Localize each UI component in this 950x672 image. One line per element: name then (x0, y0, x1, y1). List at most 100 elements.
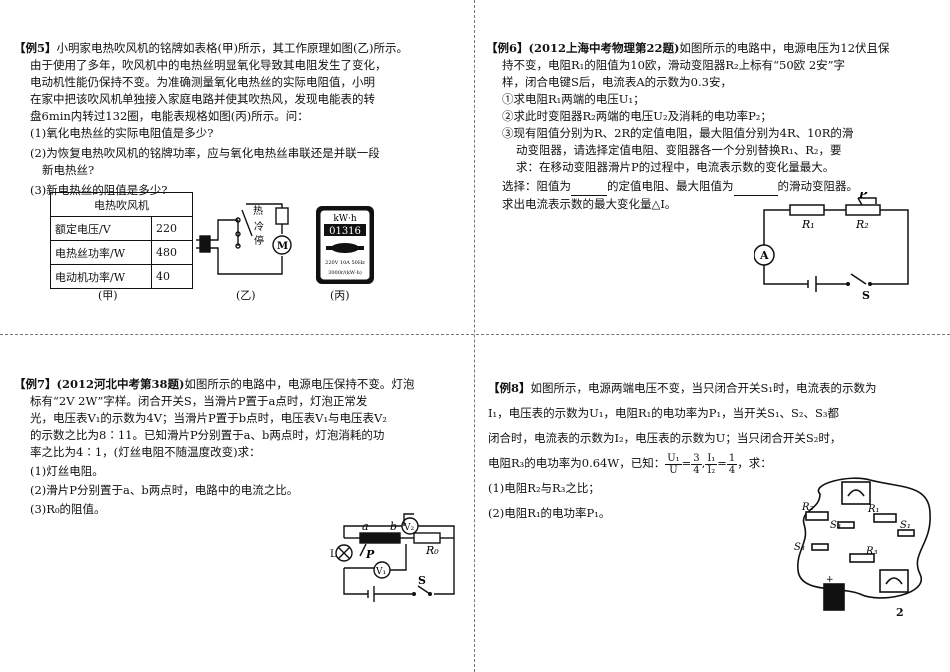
example-6-line2: 持不变，电阻R₁的阻值为10欧，滑动变阻器R₂上标有“50欧 2安”字 (502, 58, 846, 72)
vertical-divider (474, 0, 476, 672)
example-7-question1: (1)灯丝电阻。 (30, 464, 104, 478)
ammeter-label: A (759, 249, 769, 262)
example-8-line2: I₁，电压表的示数为U₁，电阻R₁的电功率为P₁，当开关S₁、S₂、S₃都 (488, 406, 840, 420)
table-cell-value: 480 (151, 240, 193, 265)
motor-label: M (277, 241, 288, 252)
example-8: 【例8】如图所示，电源两端电压不变，当只闭合开关S₁时，电流表的示数为 I₁，电… (488, 376, 938, 526)
meter-digits: 01316 (329, 226, 361, 237)
example-6-question3a: ③现有阻值分别为R、2R的定值电阻，最大阻值分别为4R、10R的滑 (502, 126, 854, 140)
example-6-question3b: 动变阻器，请选择定值电阻、变阻器各一个分别替换R₁、R₂，要 (516, 143, 842, 157)
hot-label: 热 (253, 204, 263, 217)
example-6-question2: ②求此时变阻器R₂两端的电压U₂及消耗的电功率P₂； (502, 109, 772, 123)
caption-bing: (丙) (330, 289, 350, 302)
example-6-question1: ①求电阻R₁两端的电压U₁； (502, 92, 645, 106)
example-5-question2b: 新电热丝? (42, 163, 95, 177)
table-cell-value: 220 (151, 216, 193, 241)
hairdryer-circuit-diagram: 热 冷 停 M (196, 203, 292, 275)
fig-s1-label: S₁ (900, 520, 911, 531)
example-8-tag: 【例8】 (488, 381, 531, 395)
example-6-line3: 样，闭合电键S后，电流表A的示数为0.3安， (502, 75, 732, 89)
caption-yi: (乙) (236, 289, 256, 302)
fig-s3-label-1: S₃ (830, 520, 841, 531)
physical-circuit-drawing: R₂ S₃ R₁ S₁ S₃ R₃ + (794, 477, 931, 611)
example-8-line1: 如图所示，电源两端电压不变，当只闭合开关S₁时，电流表的示数为 (530, 381, 877, 395)
meter-spec: 220V 10A 50Hz (325, 260, 365, 266)
example-5-line4: 在家中把该吹风机单独接入家庭电路并使其吹热风，发现电能表的转 (30, 92, 375, 106)
voltmeter-v1-label: V₁ (375, 567, 386, 577)
switch-s-label: S (862, 289, 870, 302)
fig-r2-label: R₂ (801, 502, 814, 513)
voltmeter-v2-label: V₂ (403, 523, 414, 533)
example-7-line2: 标有“2V 2W”字样。闭合开关S，当滑片P置于a点时，灯泡正常发 (30, 394, 368, 408)
example-7-source: (2012河北中考第38题) (56, 377, 185, 391)
fig-r1-label: R₁ (867, 504, 880, 515)
fig-r3-label: R₃ (865, 546, 878, 557)
point-b-label: b (390, 520, 397, 533)
example-6-tag: 【例6】 (486, 41, 529, 55)
r1-label: R₁ (801, 218, 815, 231)
lamp-circuit-diagram: a b P R₀ L V₂ V₁ S (330, 513, 455, 602)
fig-plus-label: + (826, 575, 834, 585)
answer-blank-2 (733, 178, 778, 196)
example-5-question2a: (2)为恢复电热吹风机的铭牌功率，应与氧化电热丝串联还是并联一段 (30, 146, 380, 160)
slider-p-label: P (365, 548, 375, 561)
r0-label: R₀ (425, 544, 439, 557)
example-6-question3c: 求：在移动变阻器滑片P的过程中，电流表示数的变化量最大。 (516, 160, 835, 174)
slider-p-label: P (858, 192, 868, 201)
meter-unit: kW·h (333, 214, 357, 224)
table-cell-value: 40 (151, 264, 193, 289)
table-cell-label: 电热丝功率/W (50, 240, 152, 265)
example-7-tag: 【例7】 (14, 377, 57, 391)
meter-rate: 3000r/(kW·h) (328, 269, 362, 276)
example-8-line4b: ，求： (737, 456, 772, 470)
example-6: 【例6】(2012上海中考物理第22题)如图所示的电路中，电源电压为12伏且保 … (486, 40, 938, 213)
example-7-line5: 率之比为4∶1，(灯丝电阻不随温度改变)求： (30, 445, 261, 459)
example-6-ask: 求出电流表示数的最大变化量△I。 (502, 197, 677, 211)
example-6-choose-a: 选择：阻值为 (502, 179, 571, 193)
example-7: 【例7】(2012河北中考第38题)如图所示的电路中，电源电压保持不变。灯泡 标… (14, 376, 464, 518)
lamp-label: L (330, 549, 337, 560)
example-5-question1: (1)氧化电热丝的实际电阻值是多少? (30, 126, 214, 140)
example-5-tag: 【例5】 (14, 41, 57, 55)
point-a-label: a (362, 520, 369, 533)
answer-blank-1 (571, 178, 607, 196)
example-8-question2: (2)电阻R₁的电功率P₁。 (488, 506, 611, 520)
switch-s-label: S (418, 574, 426, 587)
example-6-choose-b: 的定值电阻、最大阻值为 (607, 179, 734, 193)
electric-meter-image: kW·h 01316 220V 10A 50Hz 3000r/(kW·h) (316, 206, 374, 284)
series-circuit-diagram: P R₁ R₂ A S (754, 192, 909, 302)
table-cell-label: 电动机功率/W (50, 264, 152, 289)
table-cell-label: 额定电压/V (50, 216, 152, 241)
r2-label: R₂ (855, 218, 869, 231)
page-number: 2 (896, 606, 904, 619)
example-5: 【例5】小明家电热吹风机的铭牌如表格(甲)所示，其工作原理如图(乙)所示。 由于… (14, 40, 464, 199)
example-5-line2: 由于使用了多年，吹风机中的电热丝明显氧化导致其电阻发生了变化， (30, 58, 387, 72)
example-5-line5: 盘6min内转过132圈，电能表规格如图(丙)所示。问： (30, 109, 309, 123)
example-5-line1: 小明家电热吹风机的铭牌如表格(甲)所示，其工作原理如图(乙)所示。 (56, 41, 408, 55)
example-8-line3: 闭合时，电流表的示数为I₂，电压表的示数为U；当只闭合开关S₂时， (488, 431, 842, 445)
example-7-line3: 光，电压表V₁的示数为4V；当滑片P置于b点时，电压表V₁与电压表V₂ (30, 411, 387, 425)
example-6-line1: 如图所示的电路中，电源电压为12伏且保 (679, 41, 890, 55)
example-6-choose-c: 的滑动变阻器。 (777, 179, 859, 193)
spec-table-title: 电热吹风机 (50, 192, 193, 217)
stop-label: 停 (254, 234, 264, 247)
caption-jia: (甲) (98, 289, 118, 302)
fig-s3-label-2: S₃ (794, 542, 805, 553)
example-7-line4: 的示数之比为8∶11。已知滑片P分别置于a、b两点时，灯泡消耗的功 (30, 428, 385, 442)
horizontal-divider (0, 334, 950, 336)
example-7-line1: 如图所示的电路中，电源电压保持不变。灯泡 (184, 377, 415, 391)
example-6-source: (2012上海中考物理第22题) (528, 41, 680, 55)
example-7-question2: (2)滑片P分别置于a、b两点时，电路中的电流之比。 (30, 483, 299, 497)
example-7-question3: (3)R₀的阻值。 (30, 502, 106, 516)
example-8-line4a: 电阻R₃的电功率为0.64W，已知： (488, 456, 666, 470)
